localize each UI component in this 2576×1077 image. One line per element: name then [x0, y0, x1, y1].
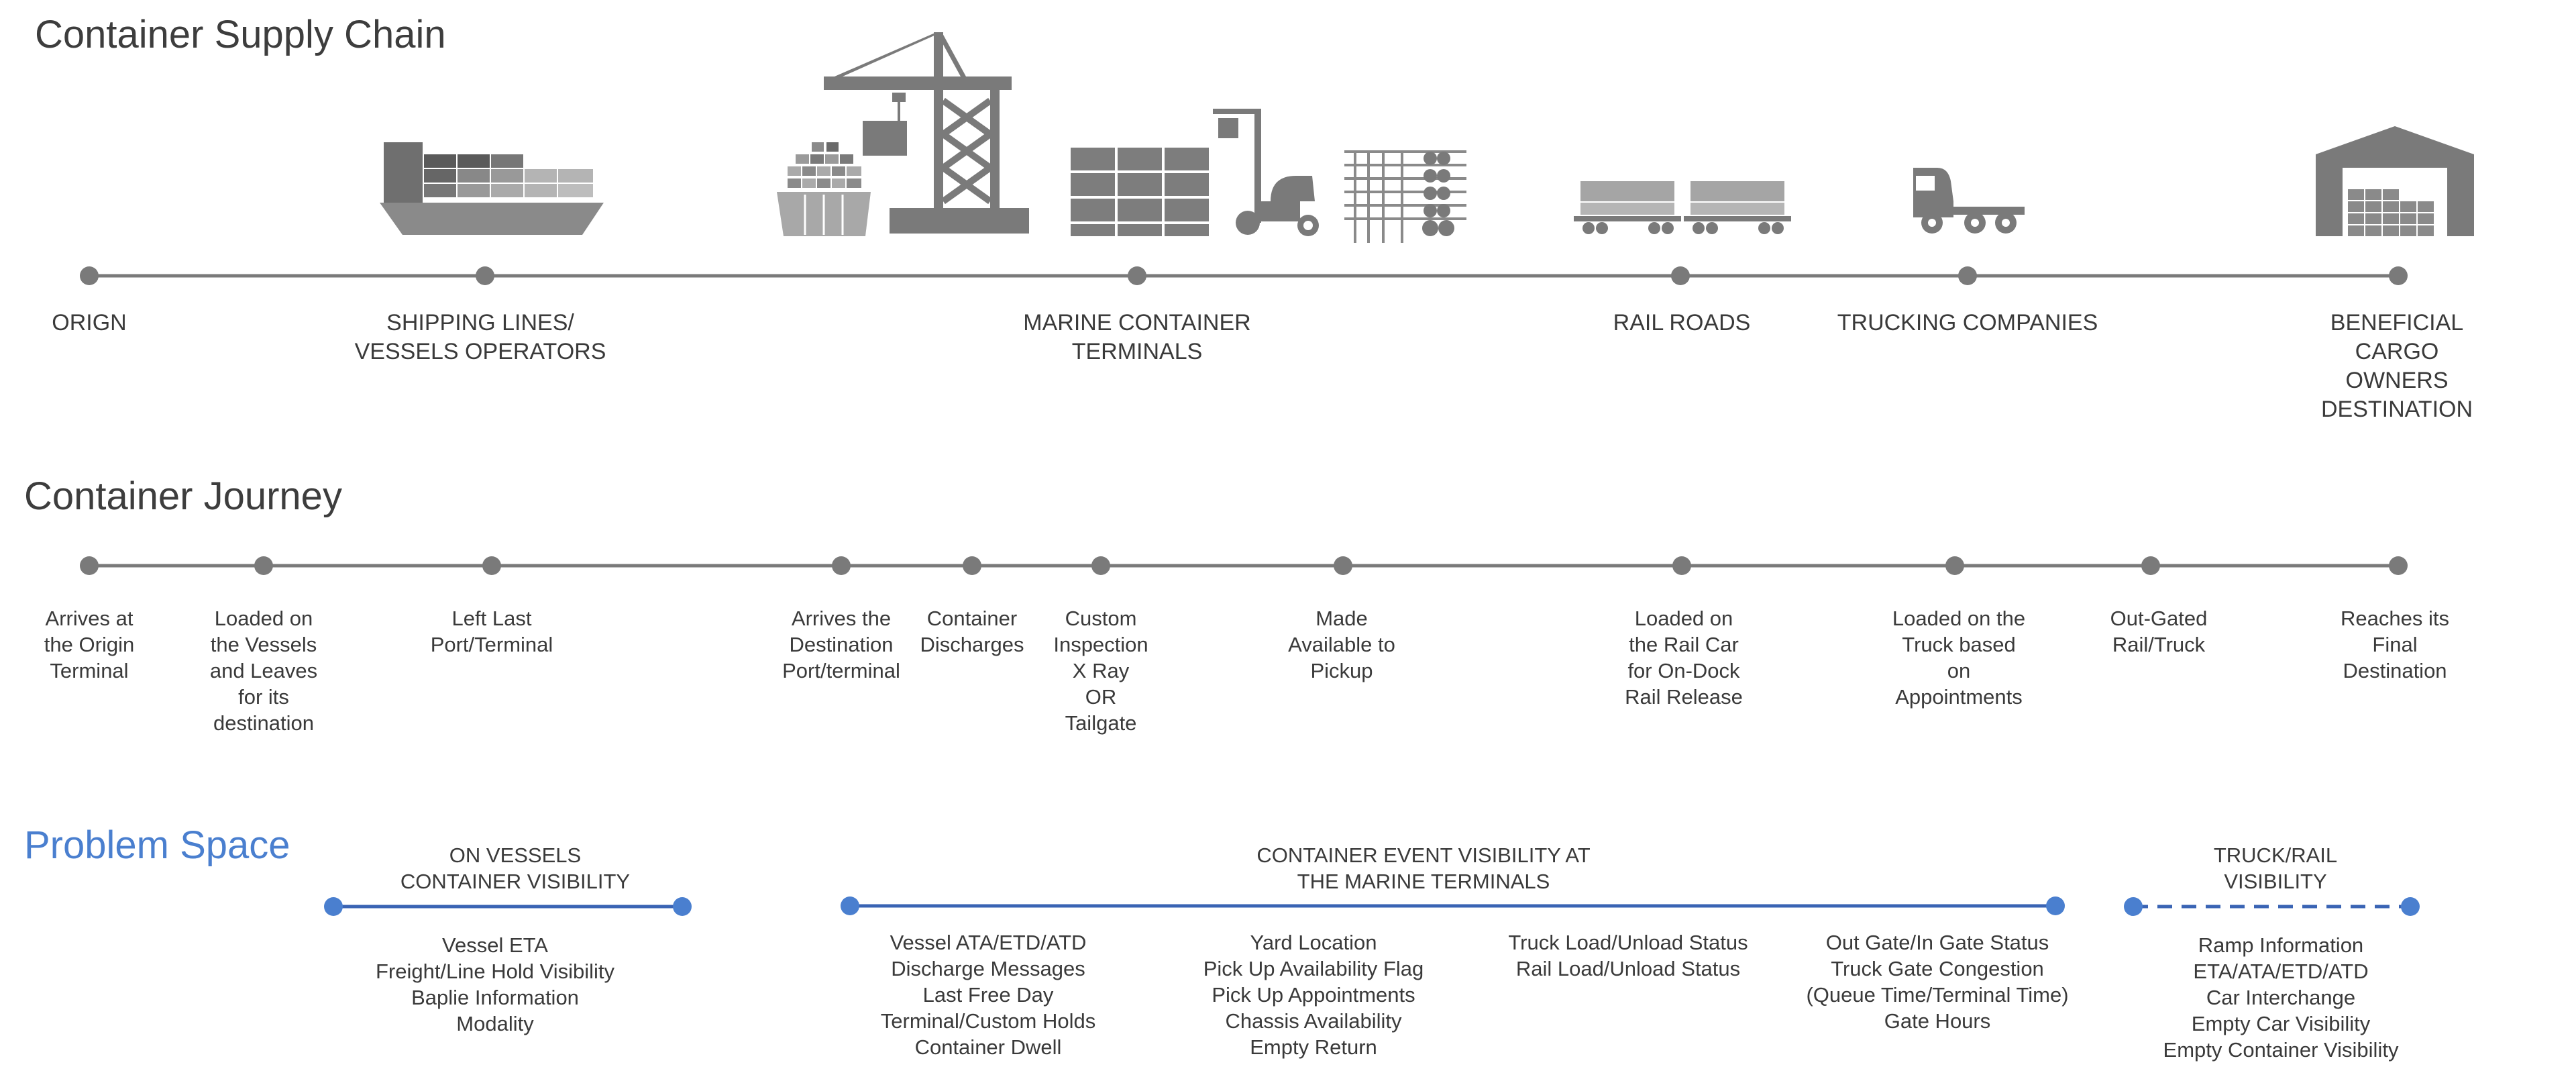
detail-item: Freight/Line Hold Visibility	[375, 960, 615, 983]
detail-item: Last Free Day	[922, 983, 1054, 1007]
detail-item: Modality	[456, 1012, 534, 1035]
detail-item: Vessel ETA	[442, 933, 548, 957]
supply-chain-node	[1671, 266, 1690, 285]
vessel-visibility-segment	[324, 897, 692, 916]
detail-group-yard: Yard Location Pick Up Availability Flag …	[1203, 929, 1424, 1060]
supply-chain-node	[1958, 266, 1977, 285]
journey-node	[254, 556, 273, 575]
reach-stacker-icon	[1213, 109, 1319, 236]
rail-car-icon	[1574, 181, 1791, 234]
detail-item: Yard Location	[1250, 931, 1377, 954]
detail-item: Truck Gate Congestion	[1831, 957, 2044, 980]
terminal-ship-icon	[777, 142, 871, 236]
detail-item: Ramp Information	[2198, 933, 2364, 957]
journey-step-label: Made Available to Pickup	[1288, 607, 1395, 682]
detail-item: Rail Load/Unload Status	[1515, 957, 1741, 980]
journey-step-label: Loaded on the Vessels and Leaves for its…	[209, 607, 318, 735]
journey-step-label: Arrives at the Origin Terminal	[44, 607, 135, 682]
detail-item: Vessel ATA/ETD/ATD	[890, 931, 1087, 954]
detail-item: Empty Container Visibility	[2163, 1038, 2399, 1062]
stage-label-marine-terminals: MARINE CONTAINER TERMINALS	[1023, 310, 1251, 364]
container-ship-icon	[380, 142, 604, 235]
journey-node	[1945, 556, 1964, 575]
container-journey-title: Container Journey	[24, 474, 342, 518]
detail-group-load-status: Truck Load/Unload Status Rail Load/Unloa…	[1508, 929, 1748, 982]
stage-label-cargo-owners: BENEFICIAL CARGO OWNERS DESTINATION	[2320, 310, 2473, 422]
supply-chain-node	[2389, 266, 2408, 285]
detail-item: Terminal/Custom Holds	[880, 1009, 1096, 1033]
detail-item: Pick Up Appointments	[1212, 983, 1415, 1007]
detail-item: Empty Return	[1250, 1035, 1377, 1059]
problem-space-title: Problem Space	[24, 823, 290, 867]
detail-item: ETA/ATA/ETD/ATD	[2193, 960, 2369, 983]
journey-node	[963, 556, 981, 575]
supply-chain-node	[80, 266, 99, 285]
detail-group-vessels: Vessel ETA Freight/Line Hold Visibility …	[376, 932, 614, 1037]
journey-step-label: Loaded on the Truck based on Appointment…	[1892, 607, 2026, 709]
truck-rail-visibility-segment	[2124, 897, 2420, 916]
journey-node	[1091, 556, 1110, 575]
journey-step-label: Reaches its Final Destination	[2341, 607, 2449, 682]
segment-label-vessels: ON VESSELS CONTAINER VISIBILITY	[400, 843, 631, 893]
journey-step-label: Left Last Port/Terminal	[430, 607, 553, 656]
ship-to-shore-crane-icon	[824, 32, 1029, 234]
supply-chain-title: Container Supply Chain	[35, 13, 446, 56]
container-stack-icon	[1071, 148, 1209, 236]
detail-item: Pick Up Availability Flag	[1203, 957, 1424, 980]
detail-group-gate: Out Gate/In Gate Status Truck Gate Conge…	[1806, 929, 2068, 1034]
detail-item: Gate Hours	[1884, 1009, 1991, 1033]
stage-label-shipping-lines: SHIPPING LINES/ VESSELS OPERATORS	[354, 310, 606, 364]
warehouse-icon	[2316, 126, 2474, 236]
supply-chain-node	[476, 266, 494, 285]
journey-node	[1334, 556, 1352, 575]
segment-label-truck-rail: TRUCK/RAIL VISIBILITY	[2213, 843, 2338, 893]
detail-item: Discharge Messages	[891, 957, 1085, 980]
journey-step-label: Custom Inspection X Ray OR Tailgate	[1053, 607, 1148, 735]
detail-group-terminal-events: Vessel ATA/ETD/ATD Discharge Messages La…	[881, 929, 1095, 1060]
journey-node	[482, 556, 501, 575]
journey-node	[2141, 556, 2160, 575]
detail-group-truck-rail: Ramp Information ETA/ATA/ETD/ATD Car Int…	[2163, 932, 2399, 1063]
detail-item: Empty Car Visibility	[2191, 1012, 2371, 1035]
stage-label-trucking: TRUCKING COMPANIES	[1837, 310, 2098, 336]
truck-icon	[1913, 168, 2025, 234]
terminal-visibility-segment	[841, 896, 2065, 915]
journey-node	[2389, 556, 2408, 575]
detail-item: Truck Load/Unload Status	[1508, 931, 1748, 954]
segment-label-terminals: CONTAINER EVENT VISIBILITY AT THE MARINE…	[1256, 843, 1591, 893]
journey-node	[832, 556, 851, 575]
detail-item: Car Interchange	[2206, 986, 2356, 1009]
journey-step-label: Container Discharges	[920, 607, 1024, 656]
supply-chain-node	[1128, 266, 1146, 285]
detail-item: (Queue Time/Terminal Time)	[1806, 983, 2069, 1007]
journey-step-label: Loaded on the Rail Car for On-Dock Rail …	[1625, 607, 1743, 709]
stage-label-rail-roads: RAIL ROADS	[1613, 310, 1751, 336]
journey-node	[1672, 556, 1691, 575]
detail-item: Out Gate/In Gate Status	[1825, 931, 2049, 954]
detail-item: Baplie Information	[411, 986, 579, 1009]
journey-step-label: Out-Gated Rail/Truck	[2110, 607, 2208, 656]
chassis-rack-icon	[1344, 150, 1466, 243]
detail-item: Container Dwell	[914, 1035, 1062, 1059]
stage-label-origin: ORIGN	[52, 310, 127, 336]
journey-step-label: Arrives the Destination Port/terminal	[782, 607, 900, 682]
detail-item: Chassis Availability	[1225, 1009, 1402, 1033]
journey-node	[80, 556, 99, 575]
